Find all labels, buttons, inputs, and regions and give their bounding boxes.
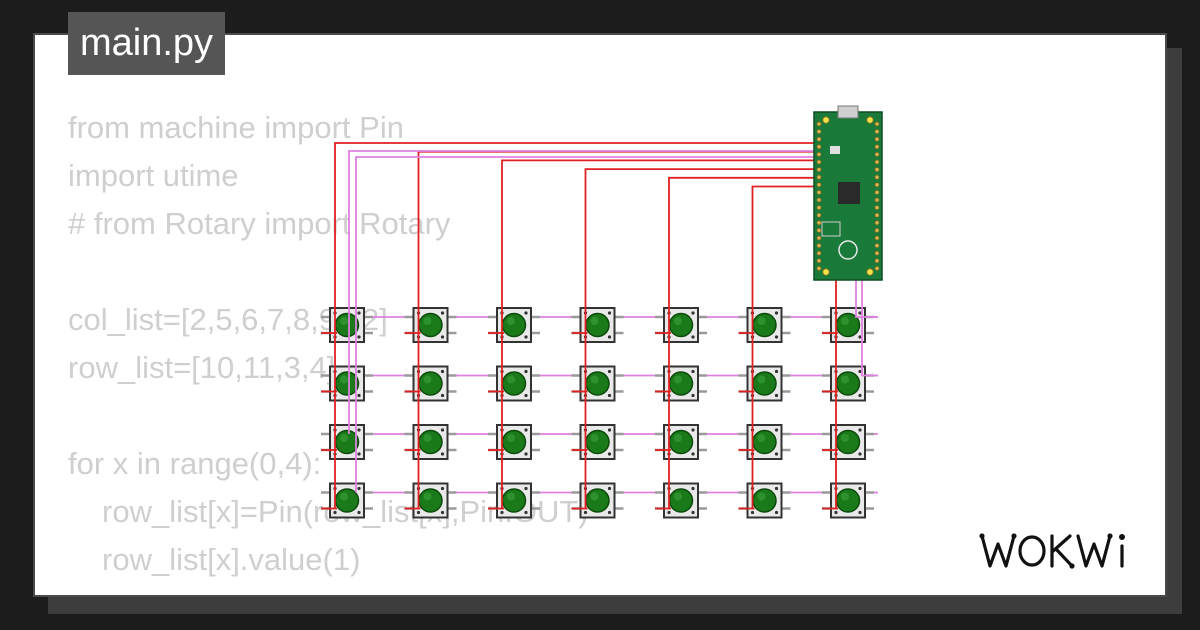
board-pin — [874, 144, 880, 150]
pushbutton[interactable] — [822, 424, 874, 460]
board-pin — [816, 227, 822, 233]
board-pin — [874, 205, 880, 210]
board-pin — [816, 235, 822, 241]
board-pin — [874, 227, 880, 233]
board-pin — [816, 197, 822, 203]
pushbutton[interactable] — [655, 365, 707, 402]
board-pin — [874, 258, 880, 264]
board-pin — [816, 121, 822, 127]
board-pin — [816, 159, 822, 165]
mounting-hole — [866, 268, 874, 276]
board-pin — [816, 205, 822, 210]
code-listing: from machine import Pin import utime # fro… — [68, 104, 589, 584]
code-line: for x in range(0,4): — [68, 446, 322, 481]
column-wire — [501, 159, 818, 509]
pushbutton[interactable] — [822, 482, 874, 519]
pushbutton[interactable] — [655, 424, 707, 460]
pushbutton[interactable] — [321, 424, 373, 460]
board-pin — [874, 189, 880, 195]
pushbutton[interactable] — [488, 365, 540, 402]
pushbutton[interactable] — [404, 307, 457, 343]
pushbutton[interactable] — [822, 307, 874, 343]
code-line: import utime — [68, 158, 239, 193]
board-pin — [816, 212, 822, 218]
pushbutton[interactable] — [488, 424, 540, 460]
board-pin — [874, 167, 880, 172]
pushbutton[interactable] — [488, 482, 540, 519]
board-pin — [874, 235, 880, 241]
board-pin — [816, 243, 822, 248]
board-pin — [816, 129, 822, 134]
pushbutton[interactable] — [404, 424, 457, 460]
pushbutton[interactable] — [571, 482, 624, 519]
pushbutton[interactable] — [738, 307, 791, 343]
mounting-hole — [822, 268, 830, 276]
board-pin — [816, 220, 822, 226]
board-pin — [816, 265, 822, 271]
pushbutton[interactable] — [321, 365, 373, 402]
code-line: # from Rotary import Rotary — [68, 206, 451, 241]
pushbutton[interactable] — [488, 307, 540, 343]
board-pin — [874, 250, 880, 256]
board-pin — [874, 220, 880, 226]
pi-logo — [838, 240, 858, 260]
row-feed-wire — [348, 150, 818, 434]
board-pin — [816, 144, 822, 150]
board-pin — [874, 265, 880, 271]
board-pin — [874, 159, 880, 165]
board-pin — [816, 258, 822, 264]
board-pin — [874, 129, 880, 134]
pushbutton[interactable] — [738, 365, 791, 402]
pushbutton[interactable] — [655, 307, 707, 343]
board-pin — [816, 167, 822, 172]
code-line: from machine import Pin — [68, 110, 404, 145]
pushbutton[interactable] — [571, 424, 624, 460]
board-pin — [874, 174, 880, 180]
board-pin — [816, 189, 822, 195]
pushbutton[interactable] — [571, 307, 624, 343]
column-wire — [751, 185, 818, 509]
pushbutton[interactable] — [404, 482, 457, 519]
code-line: row_list=[10,11,3,4] — [68, 350, 336, 385]
pushbutton[interactable] — [321, 307, 373, 343]
pushbutton[interactable] — [822, 365, 874, 402]
board-pin — [874, 212, 880, 218]
pushbutton[interactable] — [321, 482, 373, 519]
board-component — [830, 146, 840, 154]
board-pin — [816, 136, 822, 142]
pushbutton[interactable] — [655, 482, 707, 519]
board-pin — [874, 151, 880, 157]
usb-port — [837, 105, 859, 119]
board-pin — [816, 151, 822, 157]
mounting-hole — [822, 116, 830, 124]
column-wire — [668, 176, 818, 509]
pushbutton[interactable] — [738, 424, 791, 460]
pushbutton[interactable] — [738, 482, 791, 519]
pushbutton[interactable] — [571, 365, 624, 402]
row-feed-wire — [861, 250, 878, 377]
board-pin — [874, 197, 880, 203]
board-pin — [816, 174, 822, 180]
pushbutton[interactable] — [404, 365, 457, 402]
board-silkscreen — [821, 221, 841, 237]
mounting-hole — [866, 116, 874, 124]
row-feed-wire — [355, 156, 818, 493]
code-line: row_list[x].value(1) — [102, 542, 361, 577]
board-pin — [816, 250, 822, 256]
board-pin — [874, 243, 880, 248]
rp2040-chip — [838, 182, 860, 204]
column-wire — [334, 142, 818, 509]
board-pin — [874, 136, 880, 142]
wokwi-logo — [979, 533, 1125, 569]
column-wire — [584, 168, 818, 509]
board-pin — [874, 182, 880, 188]
file-tab[interactable]: main.py — [68, 12, 226, 75]
board-pin — [874, 121, 880, 127]
board-pin — [816, 182, 822, 188]
